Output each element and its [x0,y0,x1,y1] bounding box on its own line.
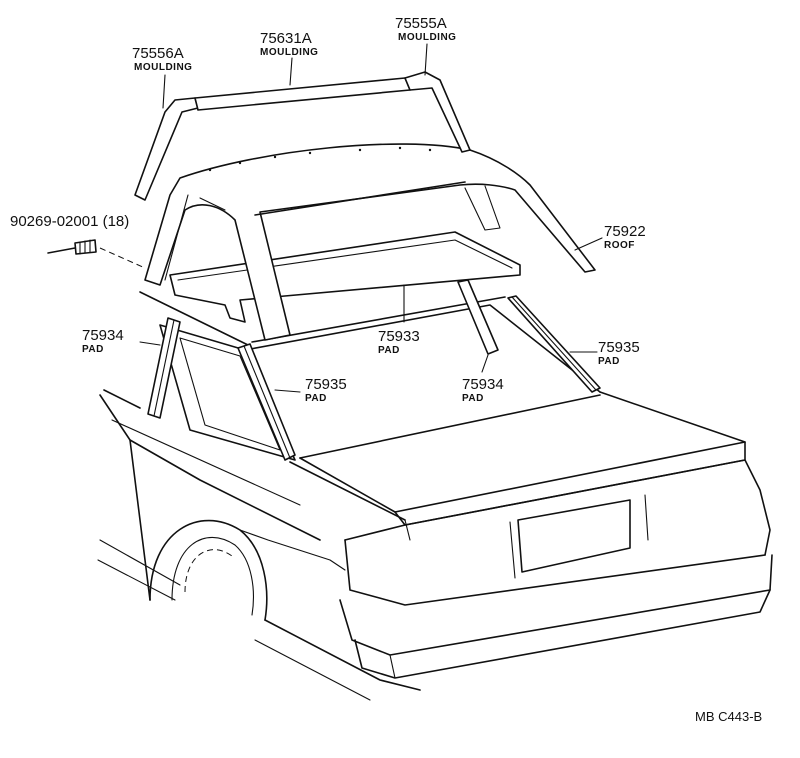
part-name-75934-right: PAD [462,393,484,404]
part-number-75935-left: 75935 [305,376,347,393]
car-body-drawing [97,291,773,701]
part-name-75631A: MOULDING [260,47,318,58]
roof-pads-drawing [147,279,601,461]
part-number-75933: 75933 [378,328,420,345]
part-name-75934-left: PAD [82,344,104,355]
part-labels: 75556A MOULDING 75631A MOULDING 75555A M… [10,15,762,724]
part-name-75935-left: PAD [305,393,327,404]
roof-drawing [144,143,596,341]
part-name-75933: PAD [378,345,400,356]
leader-lines [139,43,603,393]
diagram-reference: MB C443-B [695,709,762,724]
part-number-75935-right: 75935 [598,339,640,356]
part-number-75934-right: 75934 [462,376,504,393]
mouldings-drawing [134,71,471,201]
part-number-75631A: 75631A [260,30,312,47]
part-name-75935-right: PAD [598,356,620,367]
part-name-75922: ROOF [604,240,635,251]
part-name-75556A: MOULDING [134,62,192,73]
screw-drawing [47,239,146,269]
part-number-75934-left: 75934 [82,327,124,344]
part-name-75555A: MOULDING [398,32,456,43]
part-number-75922: 75922 [604,223,646,240]
part-number-75556A: 75556A [132,45,184,62]
part-number-90269: 90269-02001 (18) [10,213,129,230]
part-number-75555A: 75555A [395,15,447,32]
